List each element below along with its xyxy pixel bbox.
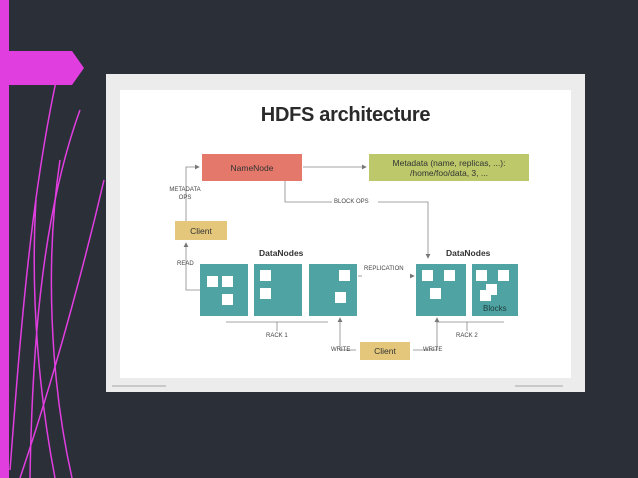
block-square [444,270,455,281]
block-square [260,288,271,299]
block-square [422,270,433,281]
client-bottom-box: Client [360,342,410,360]
block-square [339,270,350,281]
rack2-label: RACK 2 [456,333,478,339]
block-square [486,284,497,295]
metadata-line1: Metadata (name, replicas, ...): [392,157,506,168]
block-ops-label: BLOCK OPS [334,199,369,205]
read-label: READ [177,261,194,267]
block-square [222,276,233,287]
diagram-title: HDFS architecture [260,104,431,126]
footer-credit-line [112,385,166,387]
client-top-box: Client [175,221,227,240]
metadata-box: Metadata (name, replicas, ...): /home/fo… [369,154,529,181]
accent-left-bar [0,0,9,478]
blocks-label: Blocks [483,304,507,313]
block-square [207,276,218,287]
datanode-box: Blocks [472,264,518,316]
block-square [498,270,509,281]
block-square [260,270,271,281]
block-square [335,292,346,303]
datanodes-left-title: DataNodes [259,248,304,258]
datanode-box [254,264,302,316]
rack1-label: RACK 1 [266,333,288,339]
block-square [222,294,233,305]
datanode-box [309,264,357,316]
metadata-ops-label: METADATA OPS [169,187,201,201]
footer-brand-line [515,385,563,387]
block-square [476,270,487,281]
block-square [430,288,441,299]
datanode-box [416,264,466,316]
datanodes-right-title: DataNodes [446,248,491,258]
accent-arrow-tab [0,51,84,85]
block-square [480,290,491,301]
replication-label: REPLICATION [364,266,404,272]
datanode-box [200,264,248,316]
write-left-label: WRITE [331,347,351,353]
namenode-box: NameNode [202,154,302,181]
write-right-label: WRITE [423,347,443,353]
metadata-line2: /home/foo/data, 3, ... [410,167,488,178]
